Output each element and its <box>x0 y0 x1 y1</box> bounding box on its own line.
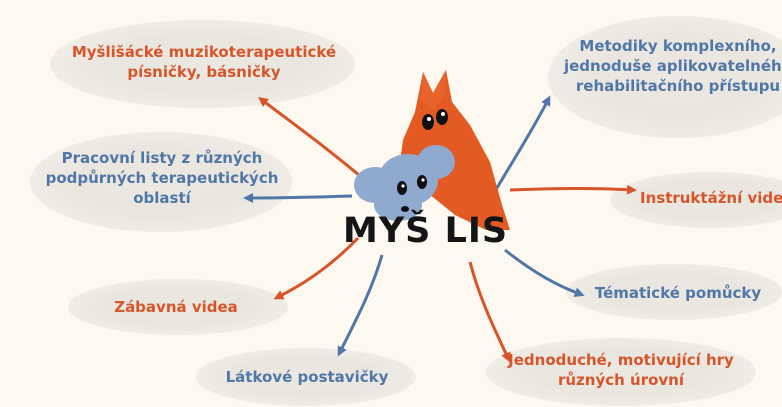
node-label-line: Jednoduché, motivující hry <box>508 351 734 369</box>
node-label-line: Látkové postavičky <box>225 368 389 386</box>
node-pracovni-listy: Pracovní listy z různých podpůrných tera… <box>32 148 292 208</box>
arrow-instruktazni-videa <box>509 184 637 195</box>
arrow-latkove-postavicky <box>337 254 384 357</box>
node-label-line: Metodiky komplexního, <box>579 37 777 55</box>
bubble-zabavna-videa <box>68 279 288 335</box>
node-muzikoterapeuticke: Myšlišácké muzikoterapeutické písničky, … <box>54 42 354 82</box>
node-label-line: Myšlišácké muzikoterapeutické <box>71 43 337 61</box>
arrow-pracovni-listy <box>243 192 353 203</box>
node-label-line: Zábavná videa <box>114 298 238 316</box>
node-latkove-postavicky: Látkové postavičky <box>212 367 402 387</box>
bubble-pracovni-listy <box>30 132 292 232</box>
bubble-muzikoterapeuticke <box>50 20 355 108</box>
node-label-line: Pracovní listy z různých <box>61 149 263 167</box>
mouse-illustration <box>354 145 455 221</box>
node-label-line: různých úrovní <box>557 371 685 389</box>
node-label-line: podpůrných terapeutických <box>45 169 279 187</box>
diagram-title: MYŠ LIS <box>343 211 509 251</box>
node-zabavna-videa: Zábavná videa <box>86 297 266 317</box>
node-label-line: Tématické pomůcky <box>594 284 762 302</box>
arrow-hry <box>468 261 511 363</box>
node-label-line: rehabilitačního přístupu <box>575 77 781 95</box>
arrow-metodiky <box>488 95 551 201</box>
bubble-instruktazni-videa <box>610 172 782 228</box>
node-label-line: písničky, básničky <box>127 63 281 81</box>
node-metodiky: Metodiky komplexního, jednoduše aplikova… <box>558 36 782 96</box>
arrow-tematicke-pomucky <box>504 248 585 298</box>
bubble-hry <box>486 338 756 406</box>
node-hry: Jednoduché, motivující hry různých úrovn… <box>496 350 746 390</box>
bubble-metodiky <box>548 16 782 138</box>
bubble-tematicke-pomucky <box>566 264 782 320</box>
node-label-line: oblastí <box>133 189 191 207</box>
node-label-line: Instruktážní videa <box>640 189 782 207</box>
node-label-line: jednoduše aplikovatelného <box>563 57 782 75</box>
bubble-latkove-postavicky <box>196 348 416 406</box>
node-instruktazni-videa: Instruktážní videa <box>640 188 782 208</box>
node-tematicke-pomucky: Tématické pomůcky <box>584 283 772 303</box>
arrow-zabavna-videa <box>273 236 360 300</box>
